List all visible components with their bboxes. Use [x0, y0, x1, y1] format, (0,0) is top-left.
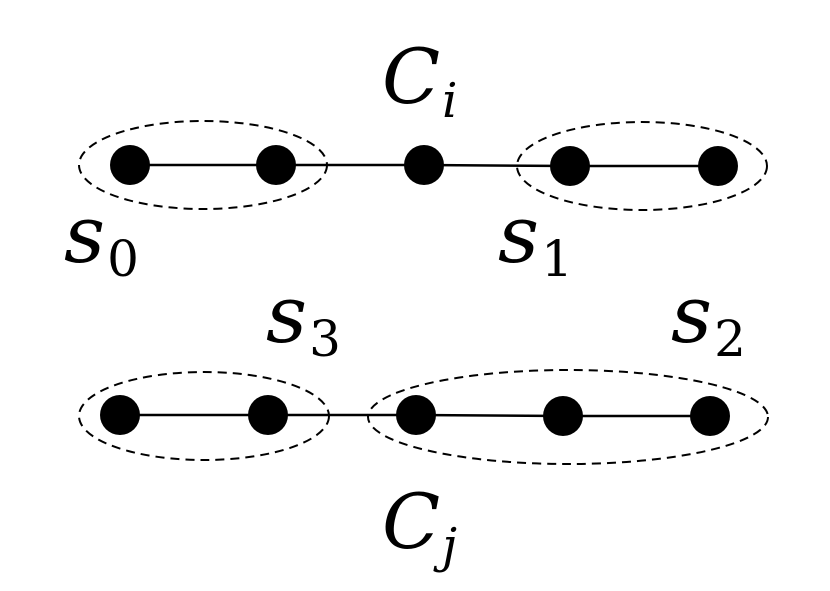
- node-cj-3: [543, 396, 583, 436]
- node-cj-0: [100, 395, 140, 435]
- label-s0-base: s: [64, 188, 105, 281]
- node-cj-1: [248, 395, 288, 435]
- label-s2: s2: [671, 268, 746, 368]
- label-s0-sub: 0: [107, 230, 139, 288]
- label-s2-sub: 2: [714, 310, 746, 368]
- node-ci-4: [698, 146, 738, 186]
- label-ci-base: C: [382, 32, 440, 121]
- label-ci: Ci: [382, 32, 458, 129]
- node-ci-0: [110, 145, 150, 185]
- edge-cj-2-3: [415, 413, 564, 418]
- chain-cj: [78, 369, 769, 465]
- chain-ci: [78, 120, 768, 211]
- group-s3: [78, 371, 330, 461]
- label-cj: Cj: [382, 477, 457, 574]
- label-s1: s1: [498, 188, 573, 288]
- label-cj-base: C: [382, 477, 440, 566]
- group-s0: [78, 120, 328, 210]
- label-s0: s0: [64, 188, 139, 288]
- label-ci-sub: i: [442, 73, 457, 129]
- node-ci-2: [404, 145, 444, 185]
- group-s1: [516, 121, 768, 211]
- node-cj-4: [690, 396, 730, 436]
- edge-ci-2-3: [423, 163, 571, 168]
- node-cj-2: [396, 395, 436, 435]
- label-s3-sub: 3: [309, 310, 341, 368]
- label-s1-base: s: [498, 188, 539, 281]
- node-ci-3: [550, 146, 590, 186]
- label-s2-base: s: [671, 268, 712, 361]
- node-ci-1: [256, 145, 296, 185]
- label-s1-sub: 1: [541, 230, 573, 288]
- label-s3: s3: [266, 268, 341, 368]
- group-s2: [367, 369, 769, 465]
- label-s3-base: s: [266, 268, 307, 361]
